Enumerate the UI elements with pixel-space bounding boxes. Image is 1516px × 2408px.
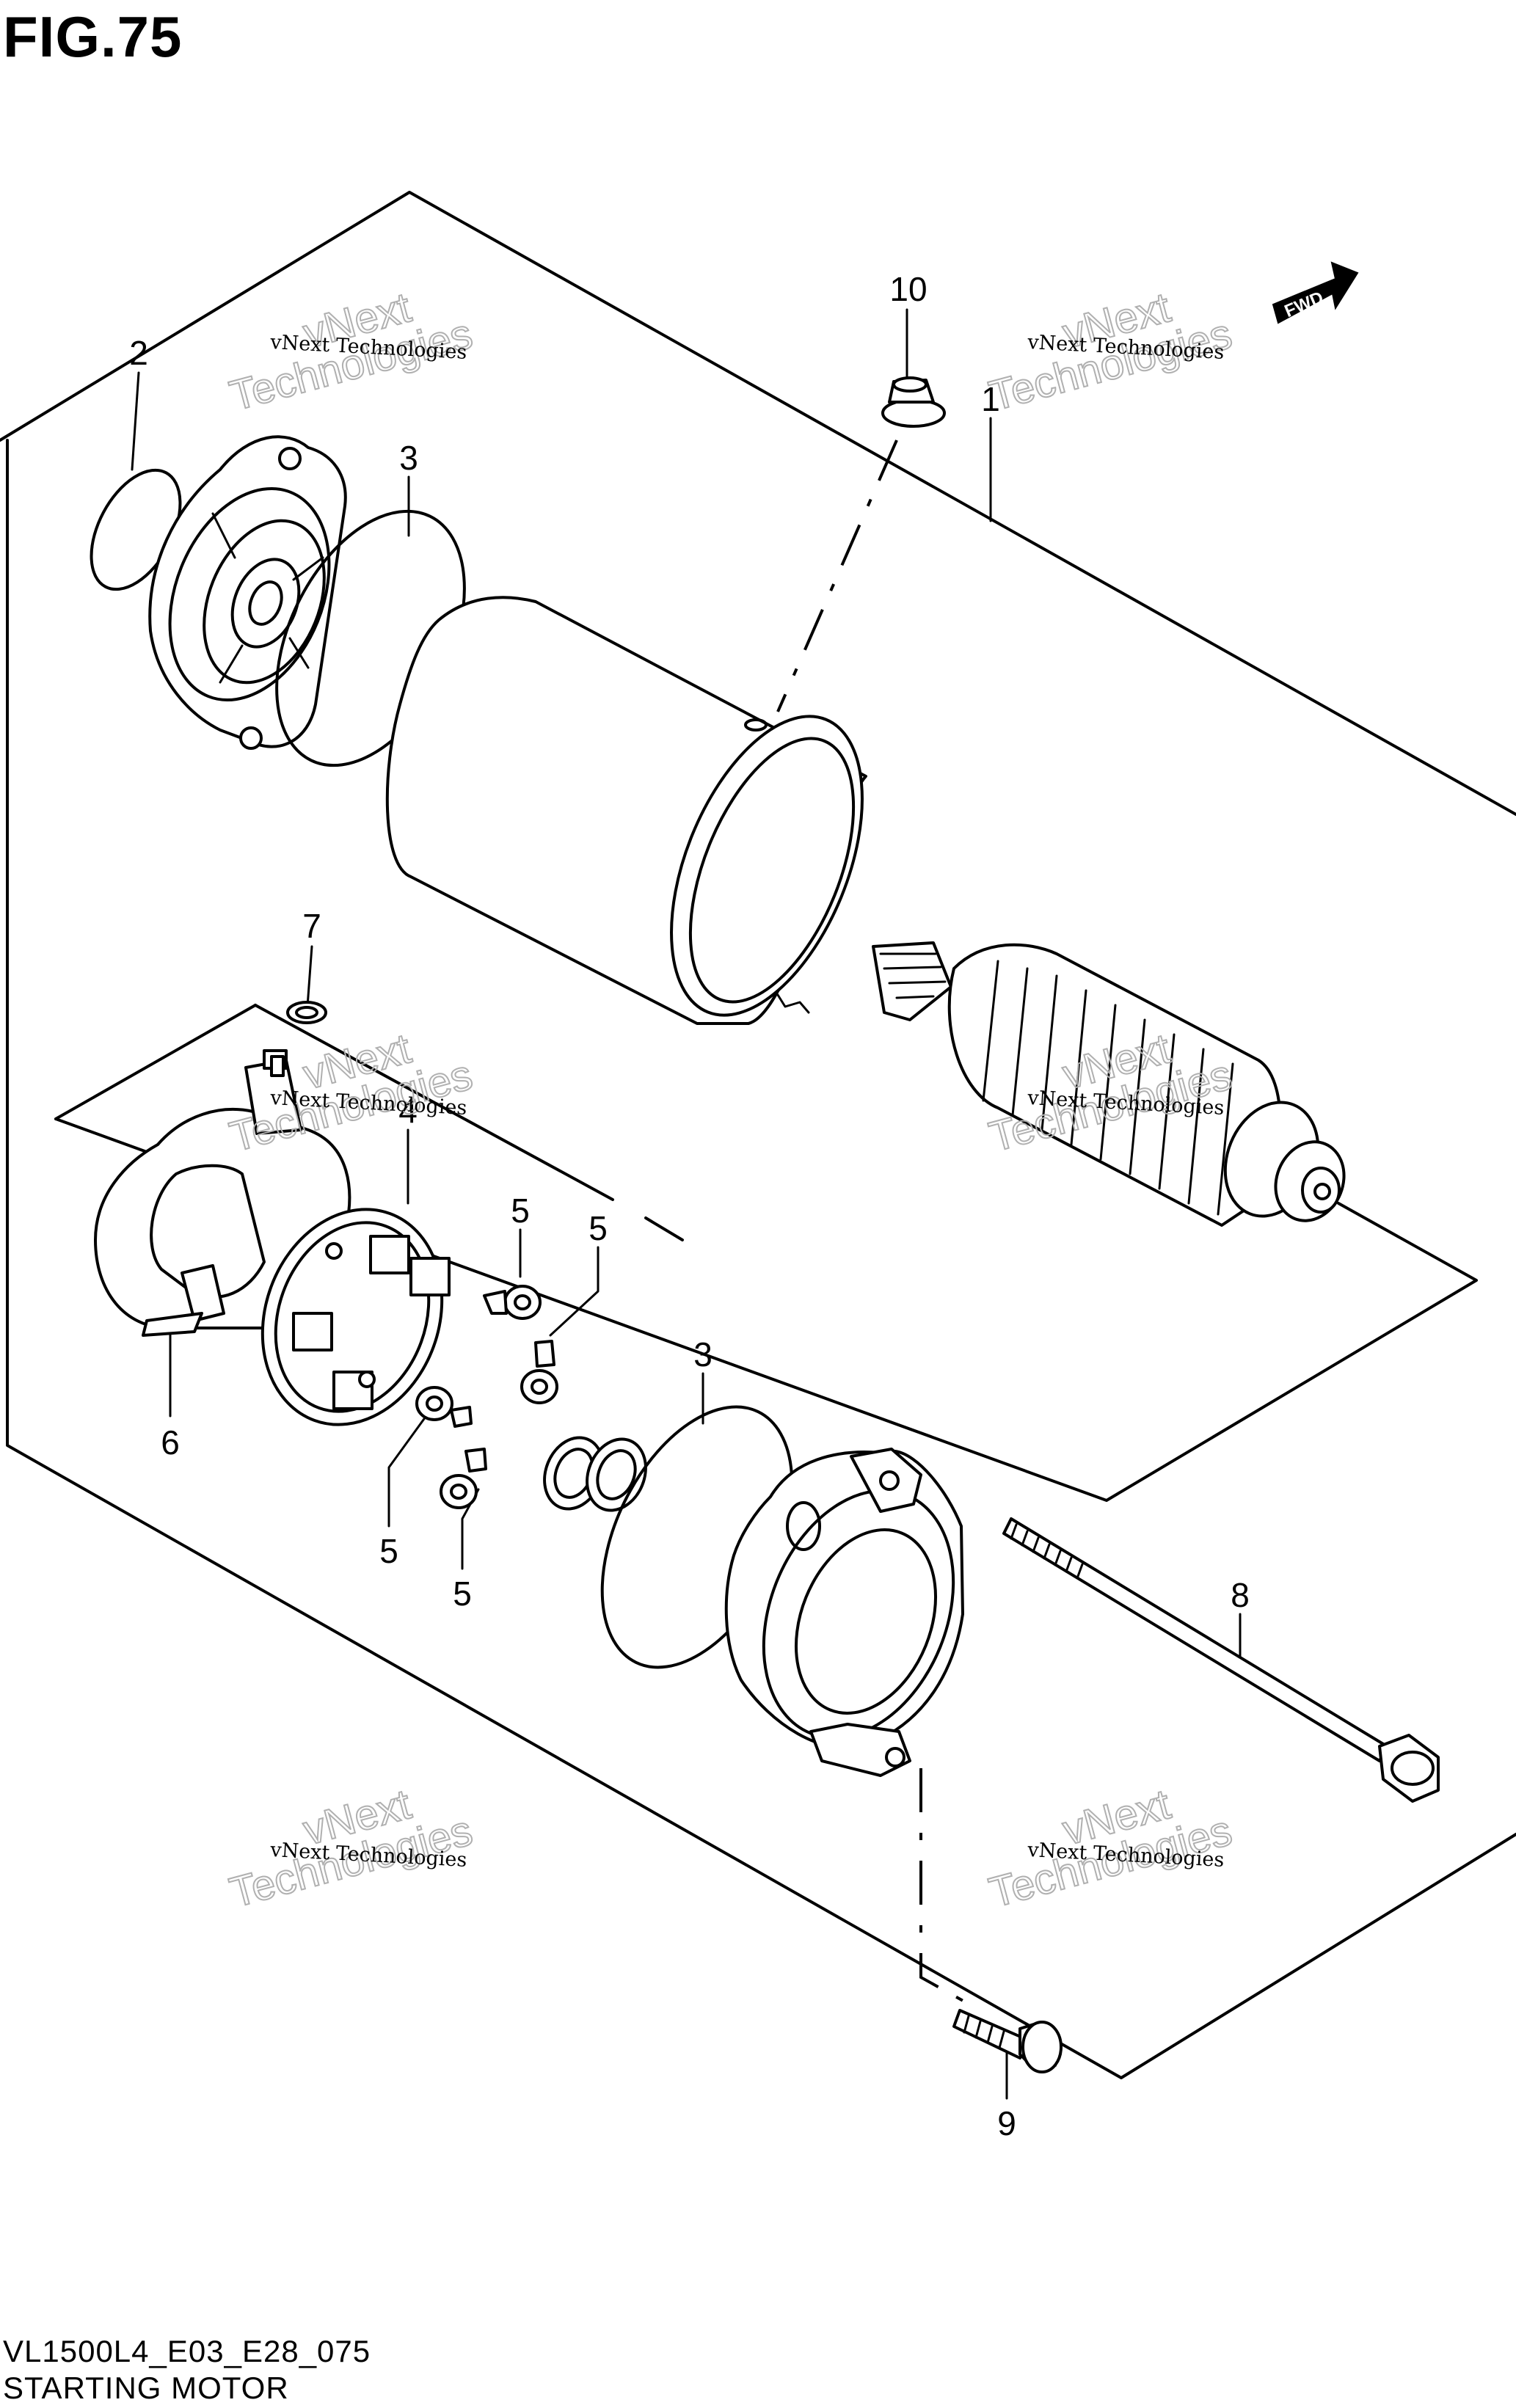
part-4-brush-holder bbox=[260, 1208, 451, 1426]
callout-1: 1 bbox=[981, 380, 1000, 418]
part-8-through-bolt bbox=[1002, 1517, 1440, 1803]
callout-8: 8 bbox=[1231, 1576, 1250, 1614]
yoke-housing bbox=[385, 596, 867, 1025]
watermark-top-right: vNext Technologies vNext Technologies bbox=[984, 282, 1238, 420]
callout-5-c: 5 bbox=[379, 1532, 398, 1570]
callout-3-lower: 3 bbox=[693, 1335, 713, 1373]
alignment-lines bbox=[776, 439, 968, 2004]
bolt-8-thread bbox=[1010, 1523, 1084, 1580]
watermark-top-left: vNext Technologies vNext Technologies bbox=[225, 282, 478, 420]
callout-5-b: 5 bbox=[588, 1209, 608, 1247]
figure-title: FIG.75 bbox=[3, 4, 183, 69]
part-5-insulator-a bbox=[483, 1285, 542, 1320]
watermark-bottom-left: vNext Technologies vNext Technologies bbox=[225, 1779, 478, 1917]
part-5-insulator-d bbox=[440, 1448, 487, 1509]
callout-5-a: 5 bbox=[511, 1192, 530, 1230]
watermark-bottom-right: vNext Technologies vNext Technologies bbox=[984, 1779, 1238, 1917]
commutator-bars bbox=[982, 960, 1234, 1216]
rear-end-cover bbox=[724, 1448, 964, 1777]
part-5-insulator-b bbox=[520, 1340, 558, 1404]
part-5-insulator-c bbox=[415, 1386, 473, 1428]
callout-9: 9 bbox=[997, 2104, 1016, 2142]
callout-3-upper: 3 bbox=[399, 439, 418, 477]
figure-caption: STARTING MOTOR bbox=[3, 2371, 289, 2405]
part-10-flange-nut bbox=[881, 376, 946, 428]
armature-spline bbox=[879, 952, 947, 999]
front-end-cover bbox=[148, 435, 347, 750]
callout-7: 7 bbox=[302, 907, 321, 945]
armature bbox=[872, 941, 1346, 1227]
callout-4: 4 bbox=[398, 1092, 418, 1130]
callout-10: 10 bbox=[889, 270, 927, 308]
leader-lines bbox=[131, 308, 1242, 2100]
callout-labels: 1 2 3 10 7 4 5 5 6 5 5 3 8 9 bbox=[129, 270, 1250, 2142]
callout-6: 6 bbox=[161, 1423, 180, 1462]
callout-2: 2 bbox=[129, 334, 148, 372]
assembly-outline bbox=[0, 191, 1516, 2079]
callout-5-d: 5 bbox=[453, 1575, 472, 1613]
part-7-washer bbox=[286, 1001, 327, 1024]
part-9-flange-bolt bbox=[952, 2009, 1063, 2073]
model-code: VL1500L4_E03_E28_075 bbox=[3, 2334, 371, 2368]
rear-washers bbox=[543, 1436, 647, 1512]
fwd-arrow-icon: FWD bbox=[1272, 261, 1359, 324]
